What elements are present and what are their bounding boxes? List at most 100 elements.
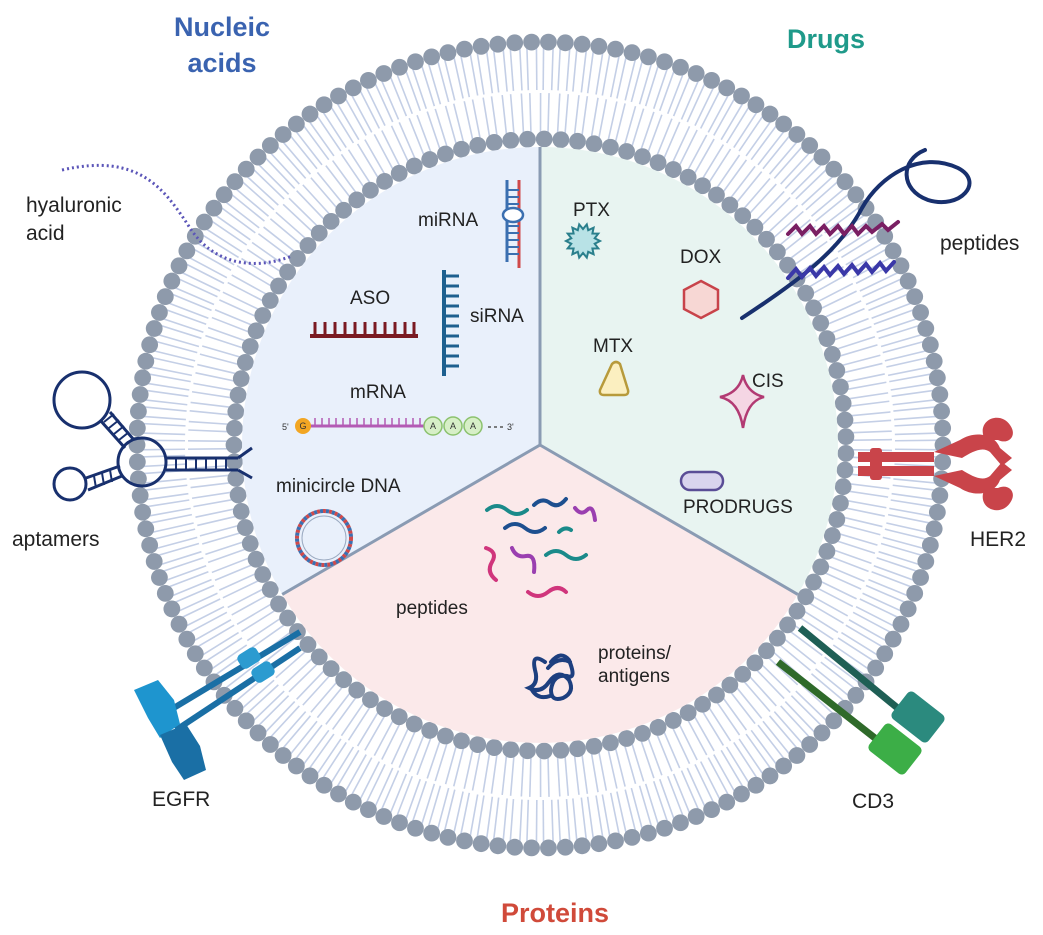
lipid-tail xyxy=(837,637,879,665)
lipid-tail xyxy=(509,798,515,847)
lipid-head xyxy=(236,354,254,371)
mtx-icon xyxy=(598,360,630,397)
cd3-label: CD3 xyxy=(852,790,894,813)
lipid-head xyxy=(797,284,815,302)
lipid-tail xyxy=(886,355,934,368)
lipid-tail xyxy=(865,584,911,606)
lipid-tail xyxy=(426,734,443,779)
lipid-head xyxy=(335,201,353,219)
lipid-head xyxy=(703,71,720,89)
lipid-head xyxy=(131,386,149,403)
lipid-tail xyxy=(348,757,373,801)
lipid-head xyxy=(634,148,651,166)
lipid-tail xyxy=(805,177,843,211)
lipid-tail xyxy=(197,631,239,659)
lipid-head xyxy=(928,503,946,521)
lipid-head xyxy=(813,148,831,166)
lipid-tail xyxy=(390,125,412,168)
her2-label: HER2 xyxy=(970,528,1026,551)
lipid-head xyxy=(934,419,952,437)
lipid-tail xyxy=(144,365,193,377)
lipid-tail xyxy=(751,664,785,700)
lipid-head xyxy=(423,824,441,842)
lipid-tail xyxy=(565,43,571,92)
lipid-tail xyxy=(773,711,807,749)
lipid-tail xyxy=(273,711,307,749)
lipid-head xyxy=(236,519,254,536)
lipid-tail xyxy=(821,562,865,583)
lipid-tail xyxy=(733,741,761,784)
lipid-head xyxy=(634,724,651,742)
lipid-tail xyxy=(580,748,589,794)
lipid-tail xyxy=(340,697,369,737)
lipid-tail xyxy=(733,106,761,149)
dox-icon xyxy=(682,279,720,320)
lipid-tail xyxy=(141,499,190,509)
lipid-tail xyxy=(830,538,876,554)
lipid-tail xyxy=(732,171,763,208)
lipid-tail xyxy=(210,211,251,241)
lipid-tail xyxy=(744,671,777,707)
lipid-tail xyxy=(751,190,785,226)
lipid-tail xyxy=(266,148,300,185)
lipid-head xyxy=(178,242,196,260)
lipid-tail xyxy=(894,415,943,421)
lipid-tail xyxy=(490,96,499,143)
lipid-head xyxy=(437,145,454,163)
lipid-tail xyxy=(263,226,301,257)
lipid-tail xyxy=(845,419,892,425)
lipid-tail xyxy=(195,506,241,518)
lipid-tail xyxy=(205,539,250,556)
lipid-tail xyxy=(278,715,312,753)
lipid-tail xyxy=(814,578,857,600)
lipid-tail xyxy=(868,291,914,312)
lipid-tail xyxy=(434,108,450,154)
lipid-head xyxy=(569,132,586,150)
lipid-tail xyxy=(139,398,188,406)
lipid-head xyxy=(141,536,159,554)
lipid-tail xyxy=(137,439,186,442)
lipid-tail xyxy=(242,684,279,718)
lipid-tail xyxy=(492,44,500,93)
lipid-tail xyxy=(876,316,923,334)
lipid-tail xyxy=(163,570,209,590)
lipid-tail xyxy=(622,739,637,785)
lipid-tail xyxy=(509,94,516,141)
prodrugs-label: PRODRUGS xyxy=(683,497,793,518)
lipid-tail xyxy=(830,336,876,352)
lipid-tail xyxy=(155,550,202,567)
lipid-tail xyxy=(137,454,186,458)
lipid-head xyxy=(270,277,287,295)
outer-peptides-label: peptides xyxy=(940,232,1019,255)
lipid-tail xyxy=(887,513,936,525)
lipid-head xyxy=(360,801,377,819)
lipid-head xyxy=(274,126,292,143)
lipid-tail xyxy=(596,99,608,145)
lipid-tail xyxy=(138,478,187,485)
lipid-head xyxy=(247,550,265,568)
lipid-tail xyxy=(848,245,892,271)
lipid-tail xyxy=(738,110,767,152)
lipid-head xyxy=(170,257,188,275)
lipid-tail xyxy=(550,799,555,848)
lipid-tail xyxy=(672,71,693,117)
lipid-tail xyxy=(843,482,890,490)
lipid-tail xyxy=(319,106,347,149)
lipid-tail xyxy=(509,749,516,796)
lipid-head xyxy=(348,681,366,699)
lipid-head xyxy=(590,835,608,853)
lipid-tail xyxy=(852,254,896,279)
lipid-head xyxy=(649,718,667,736)
poly-a-label: A xyxy=(470,421,476,431)
lipid-head xyxy=(247,322,265,340)
lipid-tail xyxy=(653,118,673,162)
lipid-tail xyxy=(137,463,186,468)
lipid-head xyxy=(797,588,815,606)
lipid-tail xyxy=(310,177,342,214)
lipid-head xyxy=(906,584,924,602)
lipid-head xyxy=(573,837,591,855)
lipid-tail xyxy=(894,432,943,436)
lipid-tail xyxy=(356,761,381,805)
lipid-tail xyxy=(589,746,599,793)
lipid-tail xyxy=(137,432,186,436)
